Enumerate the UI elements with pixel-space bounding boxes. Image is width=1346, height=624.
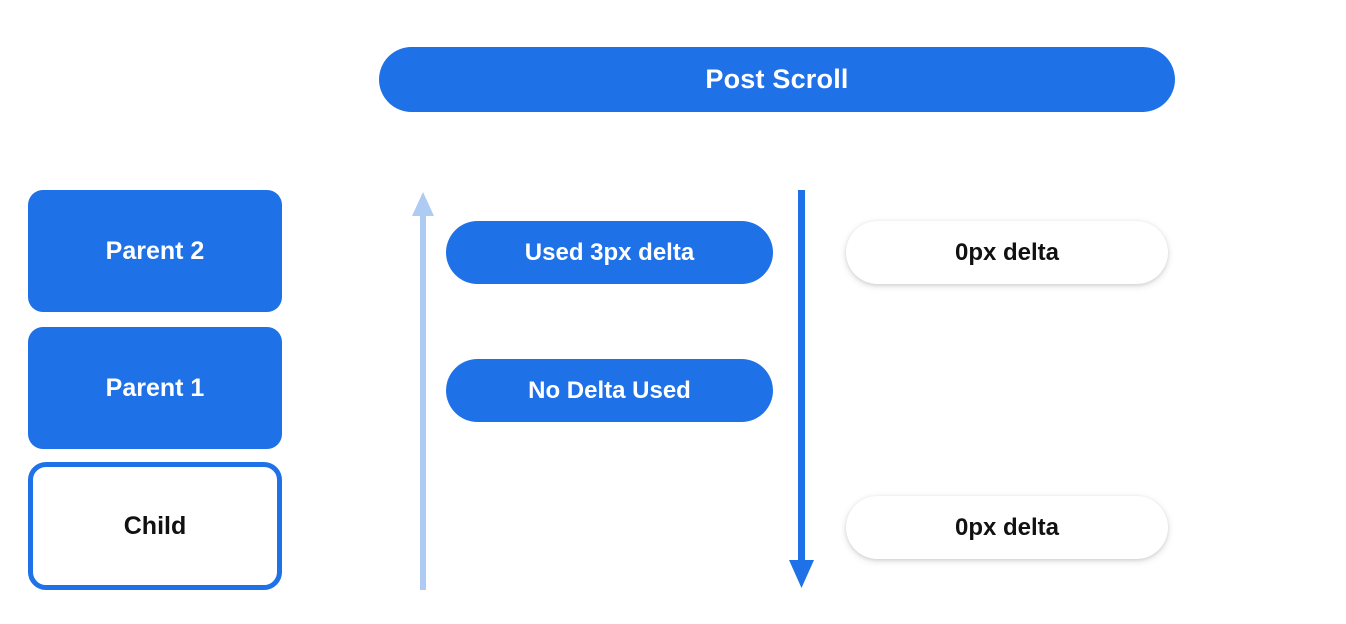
delta-pill-no-delta-used-label: No Delta Used xyxy=(528,376,691,404)
stack-box-parent-1: Parent 1 xyxy=(28,327,282,449)
remaining-delta-pill-top-label: 0px delta xyxy=(954,238,1060,266)
remaining-delta-pill-bottom: 0px delta xyxy=(846,496,1168,559)
stack-box-child-label: Child xyxy=(123,511,187,540)
delta-pill-no-delta-used: No Delta Used xyxy=(446,359,773,422)
stack-box-parent-1-label: Parent 1 xyxy=(105,373,205,402)
stack-box-child: Child xyxy=(28,462,282,590)
remaining-delta-pill-top: 0px delta xyxy=(846,221,1168,284)
scroll-down-arrow-icon xyxy=(789,190,814,588)
delta-pill-used-3px-label: Used 3px delta xyxy=(524,238,695,266)
delta-pill-used-3px: Used 3px delta xyxy=(446,221,773,284)
remaining-delta-pill-bottom-label: 0px delta xyxy=(954,513,1060,541)
stack-box-parent-2: Parent 2 xyxy=(28,190,282,312)
page-title: Post Scroll xyxy=(379,47,1175,112)
scroll-up-arrow-icon xyxy=(412,192,434,590)
stack-box-parent-2-label: Parent 2 xyxy=(105,236,205,265)
